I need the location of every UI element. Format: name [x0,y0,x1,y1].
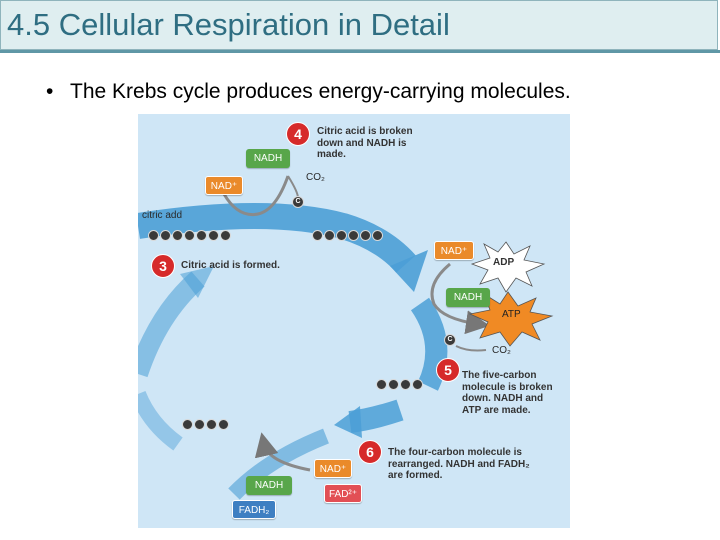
carbon-atom [376,379,387,390]
nad-plus-label-step6: NAD⁺ [314,459,352,478]
carbon-atom [196,230,207,241]
carbon-release-step4: C [292,196,304,208]
carbon-atom [172,230,183,241]
cycle-arrow-right [410,297,448,391]
cycle-arrows [138,175,554,500]
carbon-atom [388,379,399,390]
step-6-line-1: The four-carbon molecule is [388,447,522,458]
cycle-arrow-left-lower [138,390,183,451]
carbon-release-step5: C [444,334,456,346]
bullet-dot-icon: • [46,80,54,103]
reaction-arrow-step5-co2 [455,345,487,352]
carbon-atom [348,230,359,241]
nadh-label-step4: NADH [246,149,290,168]
reaction-arrow-step4 [222,175,290,217]
step-5-line-3: down. NADH and [462,393,544,404]
step-5-line-4: ATP are made. [462,404,531,416]
carbon-atom [208,230,219,241]
slide-title: 4.5 Cellular Respiration in Detail [7,7,450,42]
step-6-text: The four-carbon molecule is rearranged. … [388,447,530,482]
reaction-arrow-step4-co2 [287,175,299,199]
step-6-line-3: are formed. [388,470,443,481]
title-divider [0,50,720,53]
cycle-arrow-left [138,271,205,378]
step-6-marker: 6 [358,440,382,464]
step-3-text: Citric acid is formed. [181,260,280,271]
co2-label-step5: CO₂ [492,345,511,356]
carbon-atom [372,230,383,241]
bullet-point: • The Krebs cycle produces energy-carryin… [46,80,571,104]
step-5-text: The five-carbon molecule is broken down.… [462,370,553,416]
nadh-label-step6: NADH [246,476,292,495]
carbon-atom [312,230,323,241]
fadh2-label: FADH₂ [232,500,276,519]
step-5-line-2: molecule is broken [462,381,553,393]
nad-plus-label-step4: NAD⁺ [205,176,243,195]
citric-acid-cut-label: citric add [142,210,183,221]
cycle-arrowhead-bottom-right [334,406,362,438]
step-3-marker: 3 [151,254,175,278]
carbon-atom [336,230,347,241]
carbon-atom [184,230,195,241]
bullet-text: The Krebs cycle produces energy-carrying… [70,80,571,103]
carbon-atom [218,419,229,430]
adp-label: ADP [493,257,515,268]
cycle-arrowhead-left [180,266,214,298]
nad-plus-label-step5: NAD⁺ [434,241,474,260]
step-4-text: Citric acid is broken down and NADH is m… [317,126,413,161]
carbon-atom [182,419,193,430]
cycle-arrow-bottom [228,428,329,500]
step-5-marker: 5 [436,358,460,382]
slide-title-bar: 4.5 Cellular Respiration in Detail [0,0,718,50]
carbon-atom [412,379,423,390]
step-4-marker: 4 [286,122,310,146]
step-4-line-1: Citric acid is broken [317,126,413,137]
carbon-atom [160,230,171,241]
cycle-arrow-top [138,203,416,273]
adp-burst-icon [470,241,546,293]
carbon-atom [360,230,371,241]
nadh-label-step5: NADH [446,288,490,307]
step-4-line-3: made. [317,149,346,160]
step-6-line-2: rearranged. NADH and FADH₂ [388,458,530,470]
reaction-arrow-step5 [430,262,490,335]
step-5-line-1: The five-carbon [462,370,537,381]
co2-label-step4: CO₂ [306,172,325,183]
cycle-arrowhead-top [390,250,428,292]
carbon-atom [148,230,159,241]
carbon-atom [400,379,411,390]
step-4-line-2: down and NADH is [317,137,407,149]
krebs-cycle-diagram: 4 Citric acid is broken down and NADH is… [138,114,570,528]
fad-label: FAD²⁺ [324,484,362,503]
carbon-atom [220,230,231,241]
atp-label: ATP [502,309,521,320]
carbon-atom [324,230,335,241]
carbon-atom [206,419,217,430]
carbon-atom [194,419,205,430]
reaction-arrow-step6 [254,432,311,472]
